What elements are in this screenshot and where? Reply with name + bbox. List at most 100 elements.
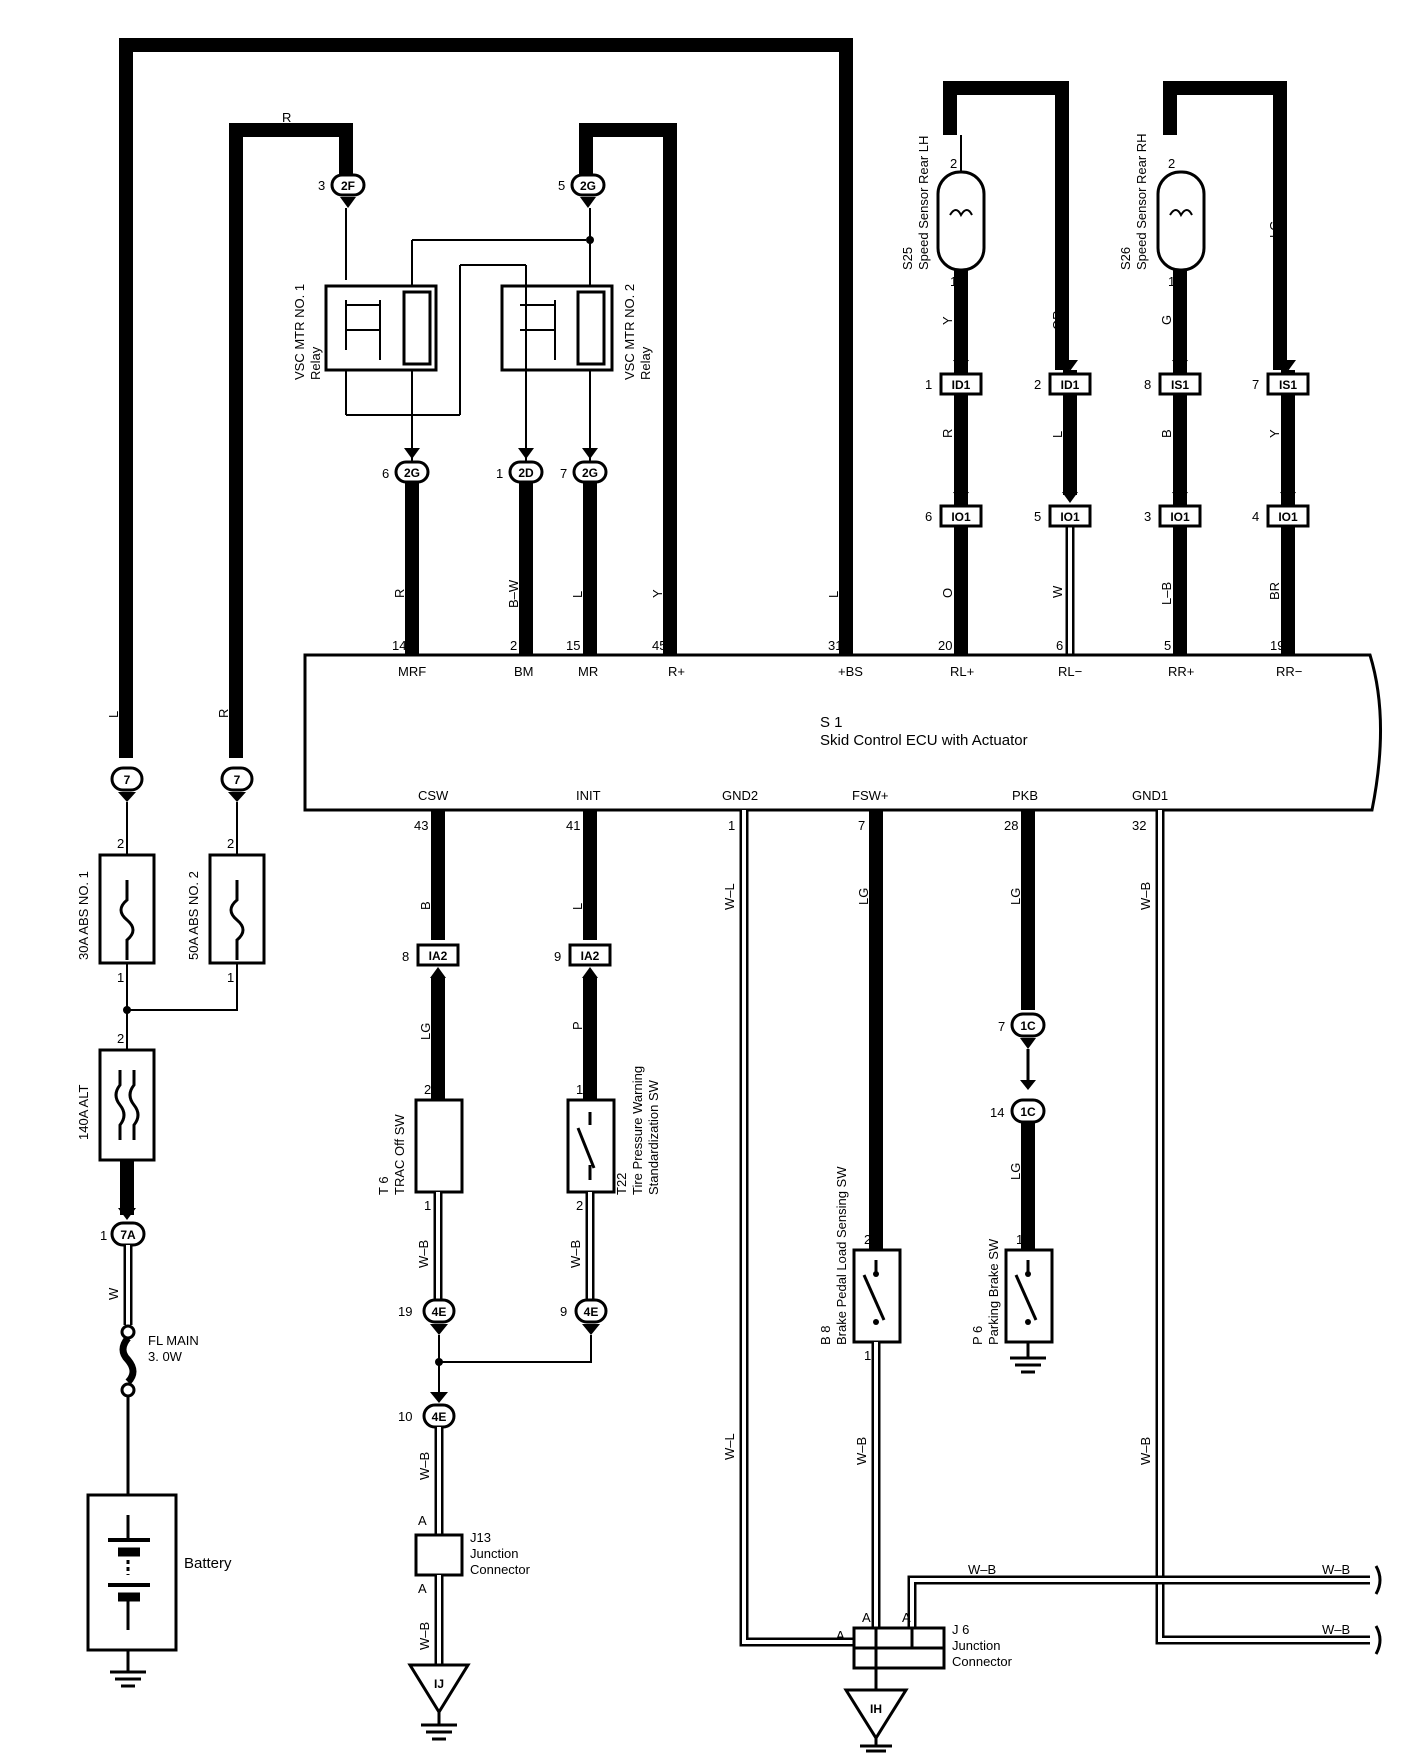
svg-text:W–B: W–B [1138,1437,1153,1465]
connector-2g-upper: 2G 5 [558,173,606,208]
fuse-140a-alt: 2 140A ALT [76,1031,156,1162]
svg-text:LG: LG [856,888,871,905]
connector-7-left: 7 [110,766,144,802]
svg-text:1C: 1C [1020,1019,1036,1033]
switch-tire-pressure: 1 2 T22 Tire Pressure Warning Standardiz… [566,1066,661,1213]
svg-text:LG: LG [1008,888,1023,905]
svg-text:5: 5 [1034,509,1041,524]
svg-text:6: 6 [1056,638,1063,653]
wire-break-mark-upper [1374,1565,1382,1595]
ground-ij: IJ [407,1663,471,1741]
wire-relay2-feed [579,123,677,655]
svg-text:2G: 2G [404,466,420,480]
wire-sensor-rh-loop [1163,81,1287,370]
connector-2g-lower-6: 2G 6 [382,448,430,484]
svg-text:S26: S26 [1118,247,1133,270]
svg-text:2G: 2G [582,466,598,480]
svg-text:W–B: W–B [417,1622,432,1650]
svg-text:TRAC Off SW: TRAC Off SW [392,1114,407,1195]
svg-text:W–B: W–B [854,1437,869,1465]
svg-text:1: 1 [1016,1232,1023,1247]
svg-text:31: 31 [828,638,842,653]
svg-text:2: 2 [117,1031,124,1046]
svg-text:1: 1 [496,466,503,481]
svg-text:J 6: J 6 [952,1622,969,1637]
connector-io1-6: IO1 6 [925,492,983,528]
svg-text:P 6: P 6 [970,1326,985,1345]
svg-text:VSC MTR NO. 1: VSC MTR NO. 1 [292,284,307,380]
svg-text:Speed Sensor Rear LH: Speed Sensor Rear LH [916,136,931,270]
svg-text:IS1: IS1 [1279,378,1297,392]
svg-text:1: 1 [576,1082,583,1097]
connector-is1-7: IS1 7 [1252,360,1310,396]
svg-text:6: 6 [382,466,389,481]
connector-4e-10: 4E 10 [398,1403,456,1429]
svg-text:7: 7 [234,773,241,787]
svg-text:30A ABS NO. 1: 30A ABS NO. 1 [76,871,91,960]
connector-io1-5: IO1 5 [1034,492,1092,528]
speed-sensor-rear-lh: 2 1 S25 Speed Sensor Rear LH [900,135,986,310]
svg-text:LG: LG [1008,1163,1023,1180]
ecu-skid-control: S 1 Skid Control ECU with Actuator [303,653,1383,812]
connector-is1-8: IS1 8 [1144,360,1202,396]
svg-text:3. 0W: 3. 0W [148,1349,183,1364]
svg-text:T 6: T 6 [376,1176,391,1195]
svg-text:1: 1 [925,377,932,392]
svg-text:B: B [1159,429,1174,438]
svg-text:GND1: GND1 [1132,788,1168,803]
svg-text:RL−: RL− [1058,664,1082,679]
svg-text:Relay: Relay [308,346,323,380]
svg-text:2F: 2F [341,179,355,193]
svg-text:R: R [940,429,955,438]
wire-alt-out [118,1160,136,1220]
ground-parking-brake [1010,1342,1046,1374]
svg-text:1: 1 [117,970,124,985]
svg-text:O: O [940,588,955,598]
svg-text:G: G [1159,315,1174,325]
svg-text:Brake Pedal Load Sensing SW: Brake Pedal Load Sensing SW [834,1166,849,1345]
svg-text:2G: 2G [580,179,596,193]
svg-text:R: R [216,709,231,718]
svg-text:2: 2 [1168,156,1175,171]
svg-text:1: 1 [1168,274,1175,289]
svg-text:Y: Y [1267,429,1282,438]
svg-text:1: 1 [728,818,735,833]
svg-text:+BS: +BS [838,664,863,679]
ground-ih: IH [843,1688,909,1753]
svg-text:2: 2 [950,156,957,171]
svg-text:GND2: GND2 [722,788,758,803]
svg-text:1C: 1C [1020,1105,1036,1119]
svg-text:L: L [570,591,585,598]
svg-text:R+: R+ [668,664,685,679]
svg-text:A: A [836,1628,845,1643]
svg-text:Y: Y [940,316,955,325]
svg-text:4E: 4E [432,1410,447,1424]
svg-text:6: 6 [925,509,932,524]
svg-text:W: W [1050,585,1065,598]
svg-text:FSW+: FSW+ [852,788,888,803]
svg-text:32: 32 [1132,818,1146,833]
relay-vsc-mtr-2: VSC MTR NO. 2 Relay [500,208,653,468]
connector-4e-19: 4E 19 [398,1298,456,1335]
svg-text:RR+: RR+ [1168,664,1194,679]
svg-text:Battery: Battery [184,1555,232,1572]
svg-text:Standardization SW: Standardization SW [646,1079,661,1195]
svg-text:14: 14 [990,1105,1004,1120]
svg-text:T22: T22 [614,1173,629,1195]
svg-text:15: 15 [566,638,580,653]
ecu-ref: S 1 [820,714,843,731]
svg-text:19: 19 [1270,638,1284,653]
svg-text:A: A [902,1610,911,1625]
svg-text:43: 43 [414,818,428,833]
svg-text:BM: BM [514,664,534,679]
svg-text:14: 14 [392,638,406,653]
svg-text:20: 20 [938,638,952,653]
svg-text:Connector: Connector [952,1654,1013,1669]
svg-text:2: 2 [864,1232,871,1247]
svg-text:2: 2 [227,836,234,851]
svg-text:Speed Sensor Rear RH: Speed Sensor Rear RH [1134,133,1149,270]
svg-text:19: 19 [398,1304,412,1319]
svg-text:W–B: W–B [1322,1622,1350,1637]
wire-sensor-lh-loop [943,81,1069,370]
svg-text:W–B: W–B [1322,1562,1350,1577]
